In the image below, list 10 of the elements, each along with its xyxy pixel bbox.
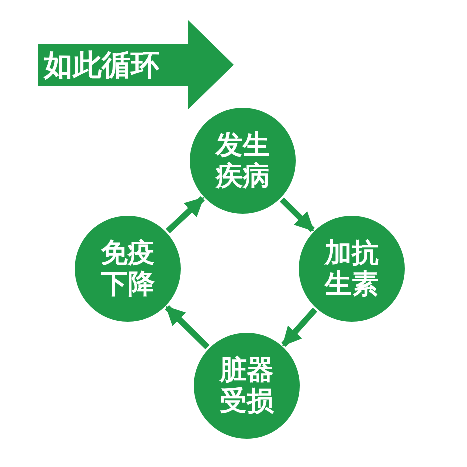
arrow-banner: [38, 20, 234, 110]
arrow: [280, 198, 316, 232]
arrow: [165, 305, 210, 350]
circle-label: 发生疾病: [216, 130, 270, 192]
circle-label: 免疫下降: [101, 238, 155, 300]
circle-label: 加抗生素: [325, 238, 379, 300]
arrow: [282, 308, 318, 348]
banner-title: 如此循环: [42, 50, 160, 80]
arrow: [166, 196, 205, 234]
circle-label: 脏器受损: [220, 354, 274, 418]
